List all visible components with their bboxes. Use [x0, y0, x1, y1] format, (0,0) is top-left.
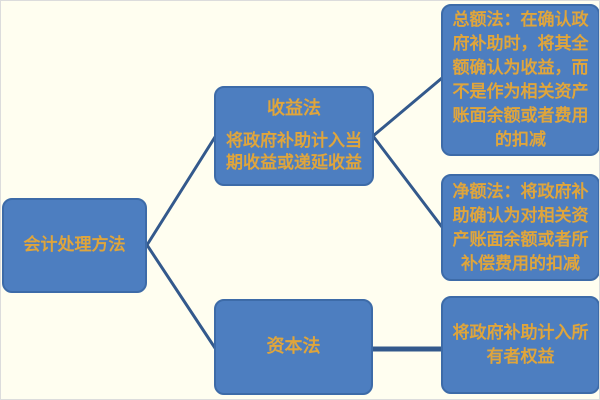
- node-description: 总额法：在确认政府补助时，将其全额确认为收益，而不是作为相关资产账面余额或者费用…: [452, 10, 589, 150]
- node-description: 将政府补助计入所有者权益: [452, 323, 589, 367]
- node-label: 会计处理方法: [23, 235, 126, 256]
- node-description: 将政府补助计入当期收益或递延收益: [226, 130, 362, 174]
- node-net-amount-method: 净额法：将政府补助确认为对相关资产账面余额或者所补偿费用的扣减: [441, 174, 599, 281]
- node-description: 净额法：将政府补助确认为对相关资产账面余额或者所补偿费用的扣减: [452, 181, 589, 274]
- node-capital-method: 资本法: [214, 299, 373, 395]
- node-title: 资本法: [266, 336, 321, 358]
- connector-root-to-income: [145, 135, 217, 247]
- connector-income-to-gross: [371, 76, 444, 138]
- node-income-method: 收益法 将政府补助计入当期收益或递延收益: [214, 86, 374, 186]
- node-accounting-treatment-methods: 会计处理方法: [2, 198, 147, 293]
- connector-root-to-capital: [145, 243, 217, 350]
- node-title: 收益法: [267, 98, 321, 120]
- connector-income-to-net: [371, 134, 444, 229]
- node-gross-amount-method: 总额法：在确认政府补助时，将其全额确认为收益，而不是作为相关资产账面余额或者费用…: [441, 4, 599, 156]
- node-owner-equity: 将政府补助计入所有者权益: [441, 296, 599, 394]
